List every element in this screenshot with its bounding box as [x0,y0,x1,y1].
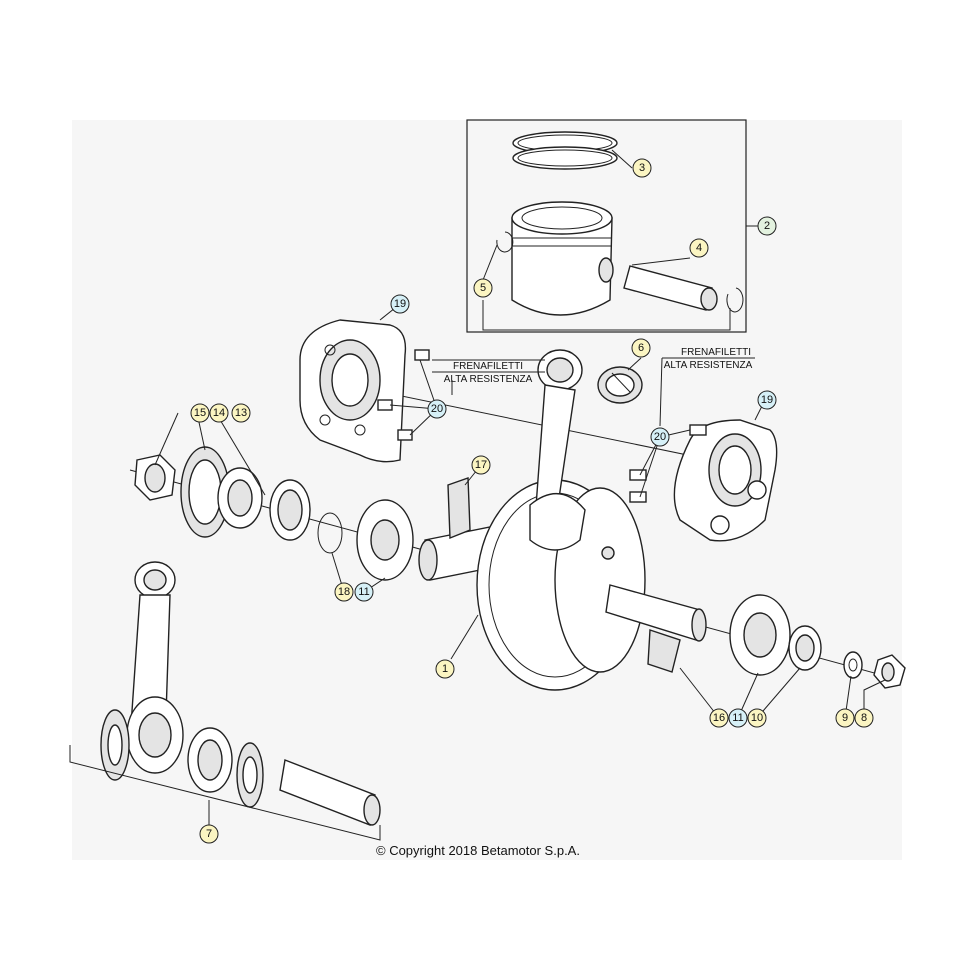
note-right-line2: ALTA RESISTENZA [664,360,753,371]
note-right-line1: FRENAFILETTI [681,347,751,358]
svg-text:3: 3 [639,162,645,174]
svg-text:13: 13 [235,407,247,419]
svg-text:16: 16 [713,712,725,724]
note-right: FRENAFILETTI ALTA RESISTENZA [662,347,755,371]
left-shaft-parts [134,446,414,581]
right-shaft-parts [729,594,906,689]
svg-text:4: 4 [696,242,702,254]
callout-3: 3 [632,158,652,178]
callout-11-left: 11 [354,582,374,602]
svg-text:15: 15 [194,407,206,419]
callout-5: 5 [473,278,493,298]
svg-text:11: 11 [732,712,743,724]
svg-text:9: 9 [842,712,848,724]
callout-9: 9 [835,708,855,728]
svg-text:8: 8 [861,712,867,724]
crankcase-half-right [629,419,778,542]
svg-text:1: 1 [442,663,448,675]
svg-text:7: 7 [206,828,212,840]
svg-text:10: 10 [751,712,763,724]
callout-2: 2 [757,216,777,236]
connecting-rod [529,349,586,551]
callout-17: 17 [471,455,491,475]
copyright-notice: © Copyright 2018 Betamotor S.p.A. [376,843,580,858]
callout-18: 18 [334,582,354,602]
svg-text:14: 14 [213,407,225,419]
svg-text:6: 6 [638,342,644,354]
needle-bearing-small-end [597,366,643,404]
svg-text:2: 2 [764,220,770,232]
callout-15: 15 [190,403,210,423]
note-left-line1: FRENAFILETTI [453,361,523,372]
callout-1-circle [435,659,455,679]
callout-20-right: 20 [650,427,670,447]
svg-text:11: 11 [358,586,369,598]
callout-7: 7 [199,824,219,844]
callout-20-left: 20 [427,399,447,419]
callout-6: 6 [631,338,651,358]
callout-19-left: 19 [390,294,410,314]
svg-text:18: 18 [338,586,350,598]
callout-16: 16 [709,708,729,728]
svg-text:20: 20 [431,403,443,415]
svg-text:19: 19 [394,298,406,310]
callout-11-right: 11 [728,708,748,728]
callout-4: 4 [689,238,709,258]
svg-text:5: 5 [480,282,486,294]
svg-text:17: 17 [475,459,487,471]
crankcase-half-left [299,319,430,463]
note-left: FRENAFILETTI ALTA RESISTENZA [432,359,545,385]
callout-13: 13 [231,403,251,423]
svg-text:19: 19 [761,394,773,406]
callout-8: 8 [854,708,874,728]
note-left-line2: ALTA RESISTENZA [444,374,533,385]
conrod-kit [69,561,381,841]
piston-kit-group [466,119,758,333]
callout-10: 10 [747,708,767,728]
callout-1: 1 [435,659,455,679]
callout-19-right: 19 [757,390,777,410]
svg-text:20: 20 [654,431,666,443]
callout-14: 14 [209,403,229,423]
